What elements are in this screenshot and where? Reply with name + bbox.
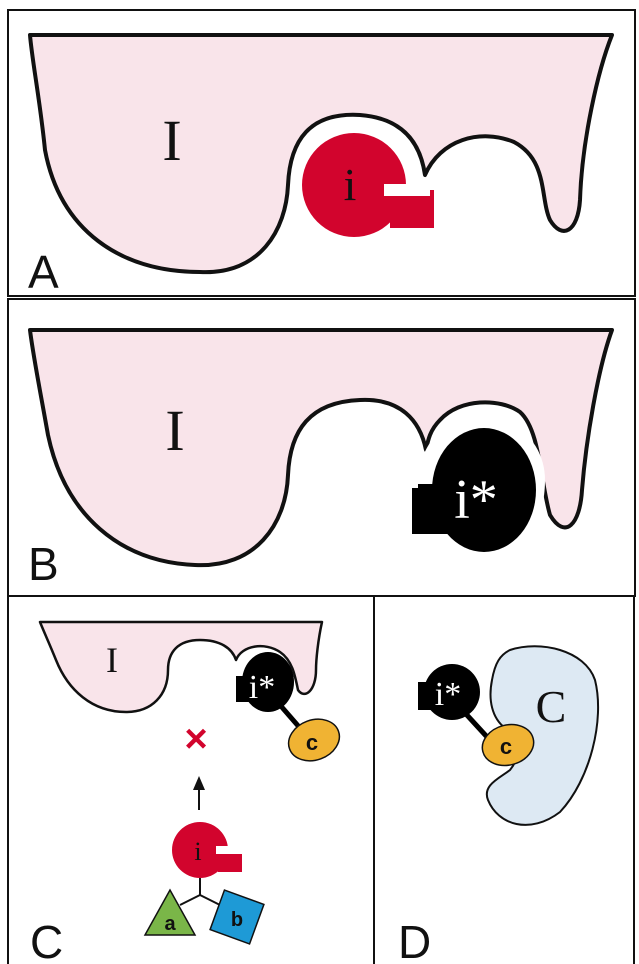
panel-label-d: D	[398, 916, 431, 964]
panel-label-b: B	[28, 538, 59, 590]
triangle-a-label: a	[164, 913, 176, 935]
linker-c-top	[280, 705, 300, 728]
partner-c-label-d: c	[500, 734, 512, 759]
receptor-label-a: I	[162, 108, 181, 173]
panel-label-a: A	[28, 246, 59, 298]
linker-d	[466, 714, 488, 738]
receptor-label-b: I	[165, 398, 184, 463]
receptor-label-c: I	[106, 640, 118, 680]
panel-a: I i A	[28, 35, 612, 298]
ligand-label-b: i*	[454, 469, 498, 531]
ligand-label-d: i*	[435, 676, 461, 713]
ligand-i-red-a	[302, 133, 434, 237]
receptor-label-d: C	[536, 681, 567, 732]
blocked-x-mark: ×	[184, 717, 207, 761]
ligand-label-i-c: i	[194, 837, 201, 866]
arrow-up	[193, 776, 205, 810]
ligand-label-c: i*	[249, 669, 275, 706]
panel-label-c: C	[30, 916, 63, 964]
partner-c-label-top: c	[306, 730, 318, 755]
panel-c: I i* c × i a b C	[30, 622, 345, 964]
ligand-i-red-c	[172, 822, 242, 878]
ligand-label-a: i	[344, 159, 357, 210]
panel-b: I i* B	[28, 330, 612, 590]
square-b-label: b	[231, 909, 243, 931]
branch-lines	[180, 878, 220, 905]
panel-d: i* c C D	[398, 646, 598, 964]
